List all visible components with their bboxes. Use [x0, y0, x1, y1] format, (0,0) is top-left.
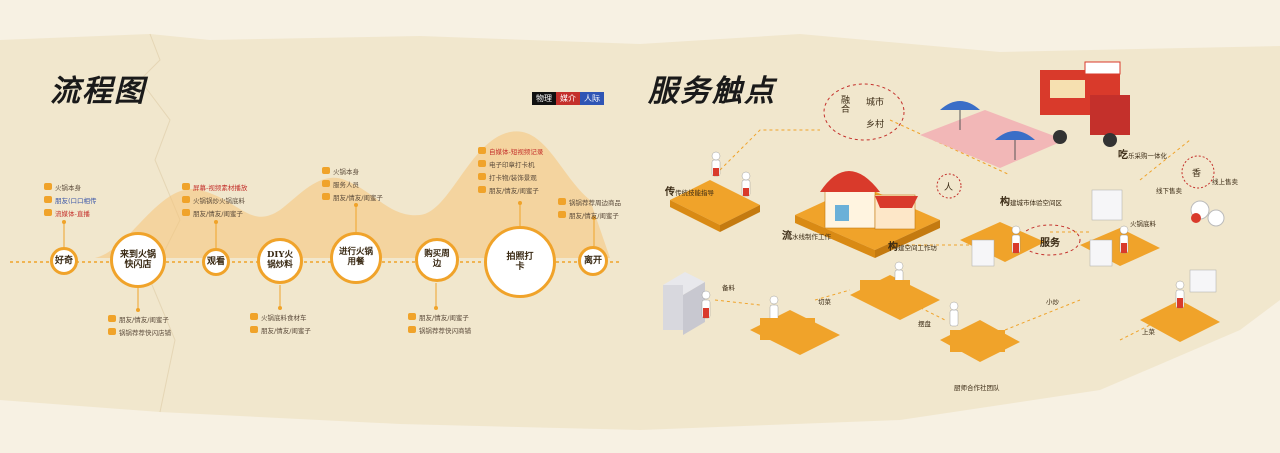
annotation-item: 朋友/情友/闺蜜子 — [558, 208, 621, 221]
flow-label-frying: 小炒 — [1046, 298, 1059, 306]
legend-interpersonal: 人际 — [580, 92, 604, 105]
stage-node-arrive: 来到火锅快闪店 — [110, 232, 166, 288]
station-label-gou1: 构建空间工作坊 — [888, 242, 937, 253]
friends-icon — [322, 193, 330, 200]
flow-label-order: 火锅底料 — [1130, 220, 1156, 228]
friends-icon — [558, 211, 566, 218]
annotation-group-watch: 屏幕-视频素材播放 火锅锅炒火锅底料 朋友/情友/闺蜜子 — [182, 180, 247, 219]
friends-icon — [250, 326, 258, 333]
friends-icon — [478, 186, 486, 193]
chef-icon — [182, 196, 190, 203]
annotation-item: 朋友/情友/闺蜜子 — [250, 323, 311, 336]
legend-media: 媒介 — [556, 92, 580, 105]
annotation-item: 流媒体-直播 — [44, 206, 97, 219]
taste-label: 香 — [1192, 169, 1202, 179]
flow-label-online: 线上售卖 — [1212, 178, 1238, 186]
village-label: 乡村 — [866, 120, 885, 130]
stage-node-leave: 离开 — [578, 246, 608, 276]
legend-physical: 物理 — [532, 92, 556, 105]
annotation-item: 服务人员 — [322, 177, 383, 190]
fusion-label: 融合 — [839, 95, 849, 113]
person-icon — [44, 196, 52, 203]
station-label-chi: 吃乐采购一体化 — [1118, 150, 1167, 161]
stage-node-buy: 购买周边 — [415, 238, 459, 282]
flow-label-ingredient: 备料 — [722, 284, 735, 292]
annotation-item: 火锅本身 — [44, 180, 97, 193]
flowchart-title: 流程图 — [50, 74, 146, 109]
flow-label-cutting: 切菜 — [818, 298, 831, 306]
flow-label-offline: 线下售卖 — [1156, 187, 1182, 195]
friends-icon — [182, 209, 190, 216]
annotation-item: 朋友/情友/闺蜜子 — [182, 206, 247, 219]
annotation-item: 锅锅荐荐快闪商铺 — [408, 323, 471, 336]
annotation-group-dining: 火锅本身 服务人员 朋友/情友/闺蜜子 — [322, 164, 383, 203]
stream-icon — [44, 209, 52, 216]
service-touchpoints-title: 服务触点 — [648, 74, 776, 109]
annotation-item: 朋友/情友/闺蜜子 — [408, 310, 471, 323]
annotation-item: 朋友/情友/闺蜜子 — [478, 183, 543, 196]
city-label: 城市 — [866, 98, 885, 108]
hotpot-icon — [44, 183, 52, 190]
stamp-icon — [478, 160, 486, 167]
annotation-item: 电子印章打卡机 — [478, 157, 543, 170]
annotation-group-leave: 锅锅荐荐周边商品 朋友/情友/闺蜜子 — [558, 195, 621, 221]
annotation-item: 朋友/情友/闺蜜子 — [322, 190, 383, 203]
station-label-liu: 流水线制作工作 — [782, 231, 831, 242]
team-label: 厨师合作社团队 — [954, 384, 1000, 392]
annotation-item: 火锅底料食材车 — [250, 310, 311, 323]
screen-icon — [182, 183, 190, 190]
legend: 物理 媒介 人际 — [532, 92, 604, 105]
annotation-item: 锅锅荐荐周边商品 — [558, 195, 621, 208]
hotpot-icon — [322, 167, 330, 174]
station-label-chuan: 传传统技能指导 — [665, 187, 714, 198]
annotation-group-buy-below: 朋友/情友/闺蜜子 锅锅荐荐快闪商铺 — [408, 310, 471, 336]
friends-icon — [108, 315, 116, 322]
video-icon — [478, 147, 486, 154]
service-label: 服务 — [1040, 238, 1060, 249]
stage-node-diy: DIY火锅炒料 — [257, 238, 303, 284]
annotation-item: 火锅锅炒火锅底料 — [182, 193, 247, 206]
merch-icon — [558, 198, 566, 205]
shop-icon — [108, 328, 116, 335]
flow-label-plating: 摆盘 — [918, 320, 931, 328]
annotation-item: 朋友/情友/闺蜜子 — [108, 312, 171, 325]
annotation-group-diy-below: 火锅底料食材车 朋友/情友/闺蜜子 — [250, 310, 311, 336]
staff-icon — [322, 180, 330, 187]
station-label-gou2: 构建城市体验空间区 — [1000, 197, 1062, 208]
flow-label-serving: 上菜 — [1142, 328, 1155, 336]
camera-icon — [478, 173, 486, 180]
annotation-item: 朋友(口口相传 — [44, 193, 97, 206]
person-label: 人 — [944, 183, 954, 193]
annotation-item: 火锅本身 — [322, 164, 383, 177]
annotation-group-arrive-below: 朋友/情友/闺蜜子 锅锅荐荐快闪店铺 — [108, 312, 171, 338]
annotation-group-curious: 火锅本身 朋友(口口相传 流媒体-直播 — [44, 180, 97, 219]
cart-icon — [250, 313, 258, 320]
annotation-item: 锅锅荐荐快闪店铺 — [108, 325, 171, 338]
annotation-item: 屏幕-视频素材播放 — [182, 180, 247, 193]
stage-node-curious: 好奇 — [50, 247, 78, 275]
stage-node-dining: 进行火锅用餐 — [330, 232, 382, 284]
shop-icon — [408, 326, 416, 333]
annotation-item: 自媒体-短视频记录 — [478, 144, 543, 157]
stage-node-photo: 拍照打卡 — [484, 226, 556, 298]
friends-icon — [408, 313, 416, 320]
annotation-item: 打卡物/装饰景观 — [478, 170, 543, 183]
stage-node-watch: 观看 — [202, 248, 230, 276]
annotation-group-photo: 自媒体-短视频记录 电子印章打卡机 打卡物/装饰景观 朋友/情友/闺蜜子 — [478, 144, 543, 196]
